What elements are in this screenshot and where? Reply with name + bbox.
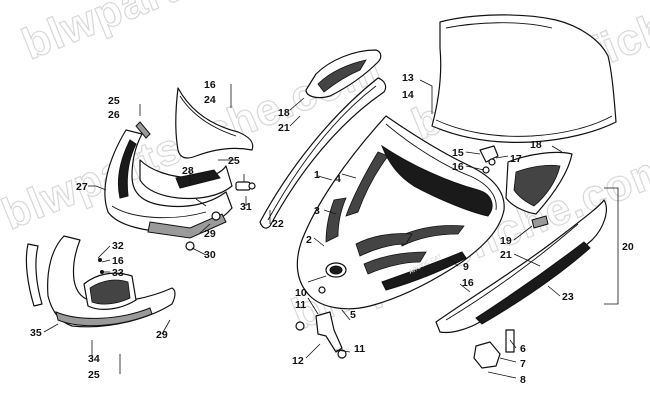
callout-8: 8: [520, 374, 526, 386]
callout-25-bezel: 25: [228, 155, 240, 167]
callout-24: 24: [204, 94, 216, 106]
callout-29-lower: 29: [156, 329, 168, 341]
hood-bracket-part: [295, 286, 347, 359]
dash-top-part: [305, 49, 382, 99]
callout-16-lower-right: 16: [462, 277, 474, 289]
callout-9: 9: [463, 261, 469, 273]
callout-26: 26: [108, 109, 120, 121]
intake-mesh: [89, 279, 131, 305]
front-bezel-part: [104, 121, 256, 251]
callout-4: 4: [335, 173, 341, 185]
callout-27: 27: [76, 181, 88, 193]
callout-18-center: 18: [278, 107, 290, 119]
callout-29-bezel: 29: [204, 228, 216, 240]
callout-25-bottom: 25: [88, 369, 100, 381]
callout-1: 1: [314, 169, 320, 181]
callout-13: 13: [402, 72, 414, 84]
callout-3: 3: [314, 205, 320, 217]
callout-11-lower: 11: [354, 343, 365, 355]
callout-33: 33: [112, 267, 124, 279]
callout-10: 10: [295, 287, 307, 299]
lower-side-panel-part: [435, 199, 607, 334]
callout-16-hood-mount: 16: [452, 161, 464, 173]
leader-lines: [43, 79, 619, 379]
side-vent-part: [505, 151, 573, 215]
callout-12: 12: [292, 355, 304, 367]
callout-20: 20: [622, 241, 634, 253]
callout-18-right: 18: [530, 139, 542, 151]
callout-6: 6: [520, 343, 526, 355]
callout-5: 5: [350, 309, 356, 321]
callout-2: 2: [306, 234, 312, 246]
mount-hardware-part: [479, 145, 499, 174]
callout-32: 32: [112, 240, 124, 252]
callout-23: 23: [562, 291, 574, 303]
callout-14: 14: [402, 89, 414, 101]
callout-19: 19: [500, 235, 512, 247]
hood-part: ARCTIC CAT: [296, 115, 505, 310]
callout-7: 7: [520, 358, 526, 370]
callout-35: 35: [30, 327, 42, 339]
callout-22: 22: [272, 218, 284, 230]
side-rail-part: [259, 77, 387, 229]
callout-layer: 1 2 3 4 5 6 7 8 9 10 11 11 12 13 14 15 1…: [30, 72, 634, 386]
callout-21-center: 21: [278, 122, 290, 134]
nose-cap-part: [175, 87, 254, 159]
callout-25-left-top: 25: [108, 95, 120, 107]
callout-31: 31: [240, 201, 252, 213]
clip-part: [473, 329, 515, 369]
callout-34: 34: [88, 353, 100, 365]
callout-16-left-top: 16: [204, 79, 216, 91]
callout-11-upper: 11: [295, 299, 306, 311]
callout-15: 15: [452, 147, 464, 159]
callout-16-lower-left: 16: [112, 255, 124, 267]
callout-21-right: 21: [500, 249, 512, 261]
callout-28: 28: [182, 165, 194, 177]
callout-30: 30: [204, 249, 216, 261]
callout-17: 17: [510, 153, 522, 165]
lower-fairing-part: [25, 235, 176, 328]
windshield-part: [431, 14, 617, 143]
